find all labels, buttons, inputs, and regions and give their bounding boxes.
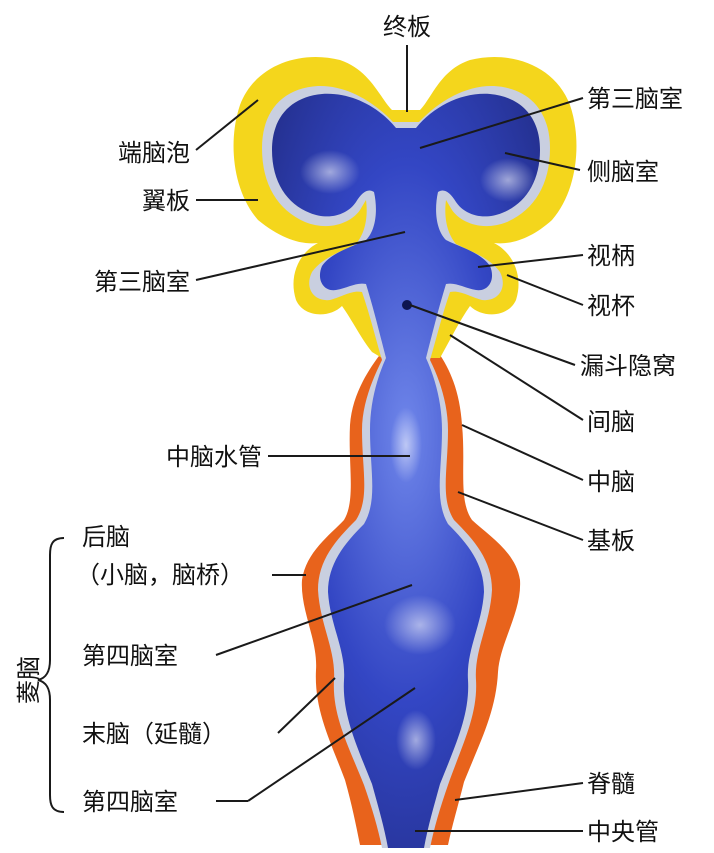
label-infundibular-recess: 漏斗隐窝 <box>580 352 676 380</box>
label-optic-stalk: 视柄 <box>587 242 635 270</box>
leader-diencephalon <box>450 335 583 420</box>
leader-optic-cup <box>507 275 583 305</box>
leader-midbrain <box>462 425 583 480</box>
label-central-canal: 中央管 <box>587 818 659 846</box>
ventricle-system <box>272 94 540 848</box>
label-basal-plate: 基板 <box>587 527 635 555</box>
label-telencephalic-vesicle: 端脑泡 <box>118 139 190 167</box>
label-fourth-ventricle-lower: 第四脑室 <box>82 788 178 816</box>
label-lateral-ventricle: 侧脑室 <box>587 158 659 186</box>
label-third-ventricle-mid: 第三脑室 <box>94 268 190 296</box>
label-diencephalon: 间脑 <box>587 408 635 436</box>
highlight-lower <box>396 710 436 770</box>
label-alar-plate: 翼板 <box>142 187 190 215</box>
label-metencephalon-line2: （小脑，脑桥） <box>76 561 244 589</box>
highlight-lateral-left <box>300 150 360 194</box>
label-rhombencephalon: 菱脑 <box>15 656 43 704</box>
label-myelencephalon: 末脑（延髓） <box>82 720 226 748</box>
label-fourth-ventricle-upper: 第四脑室 <box>82 642 178 670</box>
highlight-fourth-ventricle <box>384 595 456 655</box>
label-optic-cup: 视杯 <box>587 292 635 320</box>
label-cerebral-aqueduct: 中脑水管 <box>166 443 262 471</box>
highlight-aqueduct <box>390 407 422 483</box>
label-spinal-cord: 脊髓 <box>587 770 635 798</box>
label-midbrain: 中脑 <box>587 468 635 496</box>
leader-spinal-cord <box>455 783 583 800</box>
highlight-lateral-right <box>480 158 536 202</box>
label-lamina-terminalis: 终板 <box>383 13 431 41</box>
label-third-ventricle-top: 第三脑室 <box>587 85 683 113</box>
label-metencephalon-line1: 后脑 <box>82 523 130 551</box>
